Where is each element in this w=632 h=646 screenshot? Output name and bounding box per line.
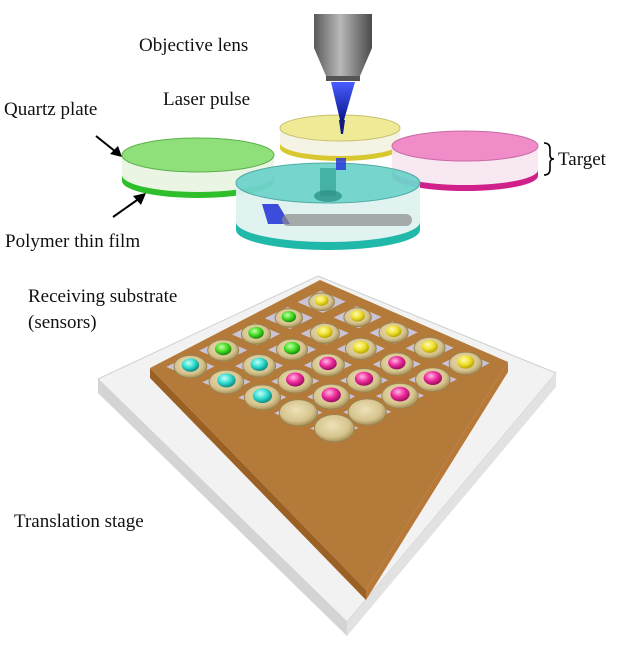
sensor-dot-green xyxy=(281,311,297,323)
objective-lens-label: Objective lens xyxy=(139,35,248,56)
sensor-dot-green xyxy=(214,342,232,356)
sensor-dot-pink xyxy=(423,370,442,386)
sensor-well xyxy=(278,399,318,427)
sensor-dot-pink xyxy=(319,356,337,371)
sensor-dot-cyan xyxy=(250,357,268,371)
sensor-dot-green xyxy=(248,326,264,339)
objective-lens xyxy=(314,14,372,81)
sensor-dot-pink xyxy=(388,356,406,370)
sensor-dot-yellow xyxy=(456,355,475,369)
pink-donor-plate xyxy=(391,130,539,191)
receiving-substrate-label: Receiving substrate xyxy=(28,286,177,307)
translation-stage-label: Translation stage xyxy=(14,511,144,532)
yellow-donor-plate xyxy=(279,114,401,161)
sensor-dot-yellow xyxy=(385,325,402,338)
sensor-dot-yellow xyxy=(317,326,333,338)
sensor-well xyxy=(313,413,355,443)
polymer-thin-film-label: Polymer thin film xyxy=(5,231,140,252)
sensor-dot-yellow xyxy=(314,295,329,306)
sensor-dot-cyan xyxy=(217,373,236,388)
sensor-dot-cyan xyxy=(181,358,200,372)
sensor-dot-yellow xyxy=(352,341,370,354)
cyan-donor-plate xyxy=(235,162,421,250)
polymer-film-arrow xyxy=(112,193,146,218)
sensor-dot-green xyxy=(283,341,301,355)
sensor-dot-pink xyxy=(390,386,410,402)
quartz-plate-label: Quartz plate xyxy=(4,99,97,120)
sensors-label: (sensors) xyxy=(28,312,97,333)
receiving-substrate xyxy=(150,280,508,600)
sensor-dot-pink xyxy=(321,387,341,403)
target-bracket xyxy=(543,142,555,176)
sensor-dot-pink xyxy=(286,372,305,387)
laser-beam xyxy=(331,82,355,170)
target-label: Target xyxy=(558,149,607,170)
sensor-dot-pink xyxy=(354,371,374,386)
sensor-dot-cyan xyxy=(252,388,273,404)
laser-pulse-label: Laser pulse xyxy=(163,89,250,110)
sensor-dot-yellow xyxy=(421,340,438,353)
sensor-dot-yellow xyxy=(350,310,365,322)
quartz-plate-arrow xyxy=(95,135,122,157)
sensor-wells xyxy=(173,292,483,443)
sensor-well xyxy=(347,398,387,426)
